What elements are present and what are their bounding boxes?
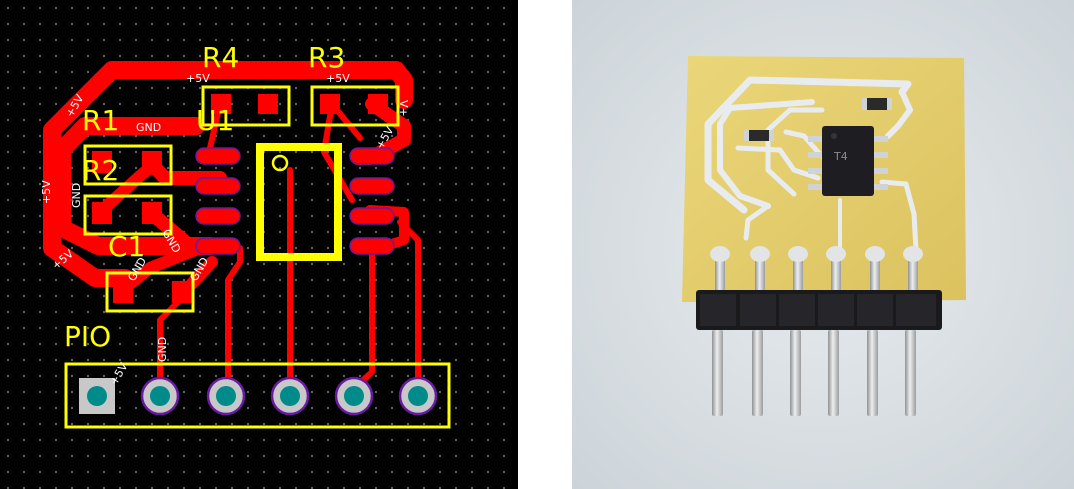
net-label-gnd-1: GND (136, 121, 161, 134)
photo-smd-resistors (744, 98, 892, 141)
net-label-gnd-2: GND (70, 183, 83, 208)
photo-chip-body (822, 126, 874, 196)
u1-label: U1 (196, 104, 234, 137)
photo-header-pins-lower (712, 330, 916, 416)
photo-header-pins-upper (715, 256, 918, 296)
r1-outline (83, 194, 173, 236)
r1-label: R1 (82, 104, 119, 137)
pio-header-pads (79, 376, 438, 416)
photo-solder-joints (710, 246, 923, 262)
net-label-vcc-2: +5V (326, 72, 350, 85)
r4-label: R4 (202, 41, 239, 74)
u1-pads (195, 147, 395, 255)
r2-label: R2 (82, 154, 119, 187)
pio-header-outline (64, 362, 451, 429)
u1-outline (256, 143, 342, 261)
photo-chip-marking: T4 (833, 150, 848, 163)
silkscreen-outlines (64, 85, 451, 429)
r3-label: R3 (308, 41, 345, 74)
net-label-vcc-5: +5V (40, 180, 53, 204)
photo-chip-pins (808, 136, 888, 190)
c1-label: C1 (108, 230, 145, 263)
net-label-vplus: V+ (397, 100, 410, 117)
r4-outline (201, 85, 291, 127)
pio-label: PIO (64, 320, 111, 353)
r3-outline (310, 85, 400, 127)
smd-pads (92, 94, 388, 303)
net-label-gnd-6: GND (156, 337, 169, 362)
net-label-vcc-1: +5V (186, 72, 210, 85)
assembled-board-photo: T4 (572, 0, 1074, 489)
photo-pin-header-housing (696, 290, 942, 330)
photo-copper-traces (704, 76, 919, 253)
photo-chip-pin1-dot (831, 133, 837, 139)
pcb-layout-view: R4 R3 R1 U1 R2 C1 PIO +5V +5V GND +5V V+… (0, 0, 518, 489)
r2-outline (83, 144, 173, 186)
u1-pin1-marker (271, 154, 289, 172)
c1-outline (105, 271, 195, 313)
